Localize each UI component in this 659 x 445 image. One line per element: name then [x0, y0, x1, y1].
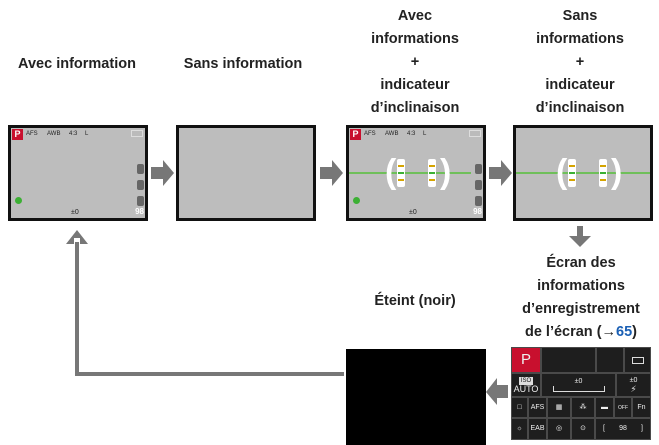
panel-af-cell[interactable]: AFS: [528, 397, 547, 418]
level-gauge-right-icon: [428, 159, 436, 187]
screen-eteint-noir: [346, 349, 486, 445]
monitor-info-panel: P ISO AUTO ±0 ±0 ⚡ □ AFS ▦ ⁂ ▬ OFF Fn ☼ …: [511, 347, 651, 440]
arrow-up-icon: [66, 230, 88, 244]
level-gauge-left-icon: [397, 159, 405, 187]
panel-af-area-cell[interactable]: ▦: [547, 397, 571, 418]
panel-mode-cell: P: [511, 347, 541, 373]
panel-iso-cell[interactable]: ISO AUTO: [511, 373, 541, 397]
aspect-icon: 4:3: [407, 131, 416, 137]
shots-remaining: 98: [473, 207, 482, 216]
panel-drive-cell[interactable]: □: [511, 397, 528, 418]
panel-stabilizer-cell[interactable]: ◎: [547, 418, 571, 440]
level-line: [349, 172, 471, 174]
label-eteint-noir: Éteint (noir): [374, 293, 456, 309]
panel-aspect-cell[interactable]: ▬: [595, 397, 614, 418]
return-path-line: [75, 242, 344, 376]
level-left-bracket-icon: (: [385, 153, 397, 191]
battery-icon: [131, 130, 143, 137]
ev-value: ±0: [574, 378, 583, 385]
flash-comp-value: ±0: [629, 377, 638, 384]
panel-eab-cell[interactable]: EAB: [528, 418, 547, 440]
flash-icon: ⚡: [630, 384, 637, 394]
iso-value: AUTO: [513, 384, 539, 394]
wifi-off-label: OFF: [618, 404, 628, 411]
mode-p-icon: P: [350, 129, 361, 140]
panel-ev-cell[interactable]: ±0: [541, 373, 616, 397]
level-left-bracket-icon: (: [556, 153, 568, 191]
arrow-right-icon: [320, 160, 343, 186]
focus-indicator-icon: [15, 197, 22, 204]
ev-scale-icon: [552, 386, 605, 392]
awb-icon: AWB: [385, 131, 399, 137]
arrow-right-icon: [489, 160, 512, 186]
panel-wifi-cell[interactable]: OFF: [614, 397, 632, 418]
label-sans-informations-inclinaison: Sans informations + indicateur d’inclina…: [535, 8, 625, 116]
exposure-comp: ±0: [409, 209, 417, 216]
panel-quality-cell[interactable]: ⁂: [571, 397, 595, 418]
shots-remaining: 98: [135, 207, 144, 216]
page-ref-arrow-icon: →: [601, 324, 617, 340]
aspect-icon: ▬: [601, 403, 608, 411]
iso-label: ISO: [518, 377, 534, 385]
touch-tab-icon: [475, 180, 482, 190]
battery-icon: [631, 356, 644, 364]
panel-photo-style-cell[interactable]: ☼: [511, 418, 528, 440]
drive-mode-icon: □: [517, 403, 522, 411]
arrow-left-icon: [486, 378, 508, 405]
touch-tab-icon: [475, 164, 482, 174]
awb-icon: AWB: [47, 131, 61, 137]
touch-tab-icon: [137, 196, 144, 206]
af-area-icon: ▦: [555, 403, 563, 411]
ecran-label-text: Écran des informations d’enregistrement …: [522, 255, 640, 340]
aspect-icon: 4:3: [69, 131, 78, 137]
bracket-right: ]: [640, 425, 643, 432]
photo-style-icon: ☼: [516, 425, 523, 432]
exposure-comp: ±0: [71, 209, 79, 216]
af-mode-icon: AFS: [364, 131, 376, 137]
level-gauge-left-icon: [568, 159, 576, 187]
size-icon: L: [85, 131, 89, 137]
stabilizer-icon: ◎: [555, 425, 563, 432]
touch-tab-icon: [475, 196, 482, 206]
size-icon: L: [423, 131, 427, 137]
panel-top-empty-cell: [596, 347, 624, 373]
screen-avec-information: P AFS AWB 4:3 L ±0 98: [8, 125, 148, 221]
mode-p-icon: P: [12, 129, 23, 140]
page-ref-link[interactable]: 65: [616, 324, 633, 340]
panel-count-cell: [ 98 ]: [595, 418, 651, 440]
label-sans-information: Sans information: [183, 56, 303, 72]
label-avec-informations-inclinaison: Avec informations + indicateur d’inclina…: [370, 8, 460, 116]
metering-icon: ⊙: [580, 425, 586, 432]
shots-remaining: 98: [619, 425, 627, 432]
battery-icon: [469, 130, 481, 137]
quality-icon: ⁂: [579, 403, 587, 411]
label-ecran-informations: Écran des informations d’enregistrement …: [505, 252, 657, 344]
focus-indicator-icon: [353, 197, 360, 204]
level-line: [516, 172, 650, 174]
arrow-right-icon: [151, 160, 174, 186]
level-gauge-right-icon: [599, 159, 607, 187]
panel-fn-cell[interactable]: Fn: [632, 397, 651, 418]
screen-sans-information: [176, 125, 316, 221]
label-avec-information: Avec information: [18, 56, 136, 72]
screen-avec-informations-inclinaison: P AFS AWB 4:3 L ( ) ±0 98: [346, 125, 486, 221]
level-right-bracket-icon: ): [440, 153, 452, 191]
panel-battery-cell: [624, 347, 651, 373]
panel-flash-cell[interactable]: ±0 ⚡: [616, 373, 651, 397]
level-right-bracket-icon: ): [611, 153, 623, 191]
bracket-left: [: [603, 425, 605, 432]
af-mode-icon: AFS: [26, 131, 38, 137]
touch-tab-icon: [137, 164, 144, 174]
panel-metering-cell[interactable]: ⊙: [571, 418, 595, 440]
arrow-down-icon: [569, 226, 591, 247]
touch-tab-icon: [137, 180, 144, 190]
screen-sans-informations-inclinaison: ( ): [513, 125, 653, 221]
ecran-label-suffix: ): [632, 324, 638, 340]
panel-top-empty-cell: [541, 347, 596, 373]
